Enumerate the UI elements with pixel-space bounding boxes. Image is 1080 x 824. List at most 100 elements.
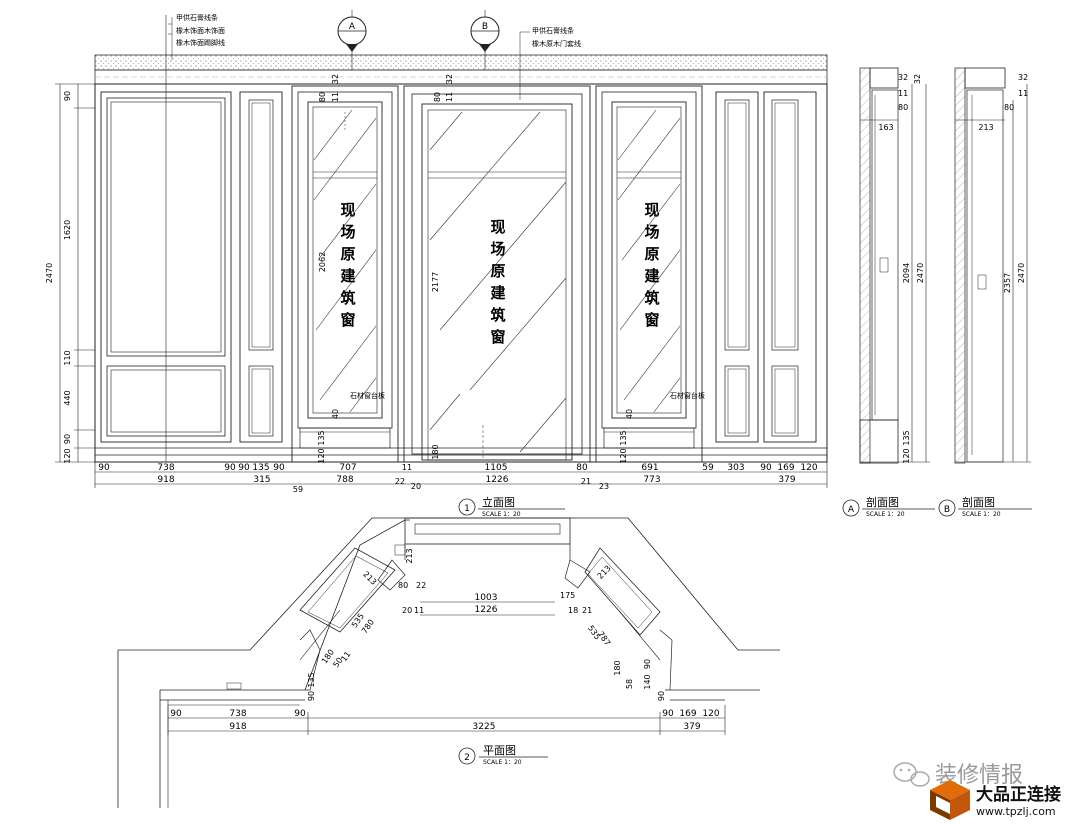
- plan-dr-6: 180: [613, 660, 622, 675]
- section-a-h1: 2094: [902, 263, 911, 283]
- dim-b2-3: 1226: [486, 475, 509, 485]
- dim-b1-12: 303: [727, 463, 744, 473]
- window-label-left-2: 场: [340, 223, 355, 241]
- dim-wl-height: 2062: [318, 252, 327, 272]
- plan-dl-0: 213: [405, 548, 414, 563]
- plan-dims-left-angle: 213 213 80 22 20 11 535 780 180 50 11 13…: [307, 548, 426, 701]
- dim-b1-10: 691: [641, 463, 658, 473]
- dim-wr-sill3: 120: [619, 448, 628, 463]
- dim-b3-0: 59: [293, 485, 303, 494]
- window-label-right-1: 现: [644, 201, 659, 219]
- window-label-left-5: 筑: [339, 289, 355, 307]
- window-label-center-4: 建: [490, 284, 506, 302]
- note-left-2: 橡木饰面木饰面: [176, 26, 225, 35]
- plan-dr-1: 175: [560, 591, 575, 600]
- section-a-dim-top1: 32: [898, 73, 908, 82]
- dim-b1-5: 90: [273, 463, 285, 473]
- plan-title: 2 平面图 SCALE 1：20: [458, 744, 548, 766]
- window-dims-center: 32 80 11 2177 180: [431, 74, 454, 460]
- dim-wl-sill3: 120: [317, 448, 326, 463]
- section-marker-b-label: B: [482, 22, 488, 32]
- dim-b3-3: 21: [581, 477, 591, 486]
- left-dimension-chain: 2470 90 1620 110 440 90 120: [45, 83, 95, 464]
- dim-b3-2: 20: [411, 482, 421, 491]
- bottom-dims-row2: 918 315 788 1226 773 379: [157, 475, 795, 485]
- dim-left-v-5: 90: [63, 434, 72, 444]
- dim-b2-0: 918: [157, 475, 174, 485]
- bottom-dimension-rows: [94, 462, 828, 488]
- window-label-center-6: 窗: [490, 328, 505, 346]
- plan-view: 1003 1226 213 213 80 22 20 11 535 780 18…: [117, 517, 780, 808]
- section-marker-b[interactable]: B: [470, 10, 500, 70]
- dim-wl-top2: 80: [318, 92, 327, 102]
- plan-dl-0b: 213: [361, 570, 378, 587]
- note-right-2: 橡木原木门套线: [532, 39, 581, 48]
- section-b-width: 213: [978, 123, 993, 132]
- dim-b3-1: 22: [395, 477, 405, 486]
- watermark-site-name: 大品正连接: [976, 784, 1061, 805]
- dim-wl-top3: 11: [331, 92, 340, 102]
- window-label-left-1: 现: [340, 201, 355, 219]
- section-marker-a-label: A: [349, 22, 356, 32]
- dim-b2-1: 315: [253, 475, 270, 485]
- dim-wc-top3: 11: [445, 92, 454, 102]
- plan-dl-4: 11: [414, 606, 424, 615]
- section-b-title-text: 剖面图: [962, 495, 995, 509]
- dim-wc-bottom: 180: [431, 444, 440, 459]
- plan-dr-8: 90: [643, 659, 652, 669]
- plan-b2-0: 918: [229, 722, 246, 732]
- note-left-3: 橡木饰面踢脚线: [176, 38, 225, 47]
- plan-bottom-dims-row1: 90 738 90 90 169 120: [170, 709, 720, 719]
- window-dims-right: 32 40 135 120: [619, 74, 922, 464]
- plan-bottom-dims-row2: 918 3225 379: [229, 722, 700, 732]
- window-label-left-6: 窗: [340, 311, 355, 329]
- section-a-view: 32 11 80 163 2094 2470 135 120 A 剖面图 SCA…: [842, 67, 935, 518]
- dim-b1-15: 120: [800, 463, 817, 473]
- leader-notes-left: 甲供石膏线条 橡木饰面木饰面 橡木饰面踢脚线: [168, 13, 225, 60]
- dim-b2-5: 379: [778, 475, 795, 485]
- section-b-h2: 2470: [1017, 263, 1026, 283]
- dim-left-v-1: 90: [63, 91, 72, 101]
- sill-note-right: 石材窗台板: [670, 391, 705, 400]
- plan-dr-2: 18: [568, 606, 578, 615]
- dim-wc-height: 2177: [431, 272, 440, 292]
- dim-wc-top1: 32: [445, 74, 454, 84]
- bottom-dims-row3: 59 22 20 21 23: [293, 477, 609, 494]
- cube-logo-icon: [930, 780, 970, 820]
- dim-left-v-3: 110: [63, 350, 72, 365]
- plan-dl-10: 135: [307, 672, 316, 687]
- dim-b1-6: 707: [339, 463, 356, 473]
- dim-b1-13: 90: [760, 463, 772, 473]
- plan-title-num: 2: [464, 753, 470, 763]
- plan-b1-3: 90: [662, 709, 674, 719]
- window-label-right-4: 建: [644, 267, 660, 285]
- dim-b1-1: 738: [157, 463, 174, 473]
- section-b-dim-top2: 11: [1018, 89, 1028, 98]
- dim-b1-9: 80: [576, 463, 588, 473]
- note-left-1: 甲供石膏线条: [176, 13, 218, 22]
- elevation-view: A B 甲供石膏线条 橡木饰面木饰面 橡木饰面踢脚线 甲供石膏线条 橡木原木门套…: [45, 10, 922, 518]
- dim-left-v-4: 440: [63, 390, 72, 405]
- elevation-title-num: 1: [464, 504, 470, 514]
- dim-b3-4: 23: [599, 482, 609, 491]
- dim-wr-sill2: 135: [619, 430, 628, 445]
- plan-dr-9: 140: [643, 674, 652, 689]
- elevation-title: 1 立面图 SCALE 1：20: [458, 495, 565, 518]
- window-label-right-2: 场: [644, 223, 659, 241]
- plan-dr-3: 21: [582, 606, 592, 615]
- window-label-left-4: 建: [340, 267, 356, 285]
- window-label-center-2: 场: [490, 240, 505, 258]
- window-label-center-1: 现: [490, 218, 505, 236]
- section-a-title: A 剖面图 SCALE 1：20: [842, 495, 935, 518]
- section-a-title-text: 剖面图: [866, 495, 899, 509]
- plan-b1-0: 90: [170, 709, 182, 719]
- section-b-dim-top1: 32: [1018, 73, 1028, 82]
- section-b-view: 32 11 80 213 2357 2470 B 剖面图 SCALE 1：20: [938, 67, 1032, 518]
- section-marker-a[interactable]: A: [337, 10, 367, 70]
- plan-scale: SCALE 1：20: [483, 759, 522, 766]
- watermark-site-url: www.tpzlj.com: [976, 805, 1056, 818]
- plan-dim-center-2: 1226: [475, 605, 498, 615]
- section-a-dim-top3: 80: [898, 103, 908, 112]
- dim-b2-4: 773: [643, 475, 660, 485]
- section-b-scale: SCALE 1：20: [962, 511, 1001, 518]
